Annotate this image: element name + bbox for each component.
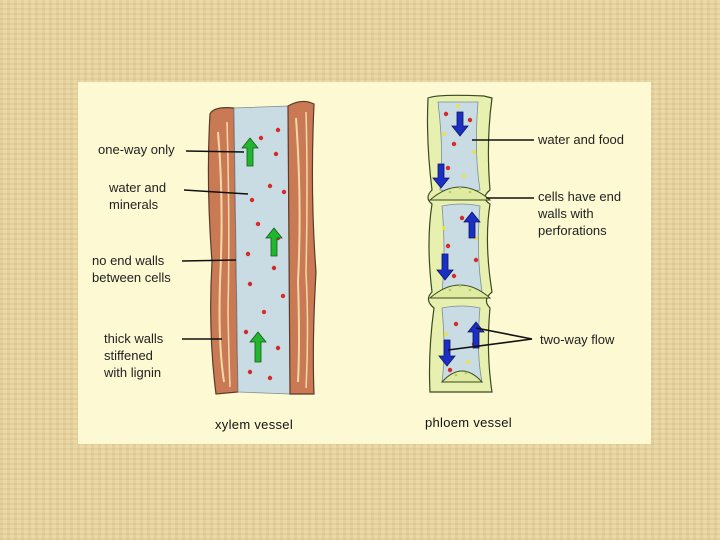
xylem-right-wall-fibre [305,111,309,389]
phloem-yellow-dot [456,104,460,108]
diagram-panel: one-way only water and minerals no end w… [78,82,651,444]
diagram-canvas [181,94,534,395]
xylem-left-wall-fibre [226,121,231,388]
xylem-mineral-dot [275,345,281,351]
xylem-arrow-up [241,137,259,167]
xylem-right-wall-fibre [295,117,301,383]
phloem-yellow-dot [466,360,470,364]
caption-xylem: xylem vessel [215,417,294,432]
phloem-red-dot [445,243,451,249]
phloem-red-dot [451,273,457,279]
phloem-yellow-dot [472,150,476,154]
sieve-pore [468,288,472,292]
phloem-red-dot [467,117,473,123]
leader-one-way [185,150,245,153]
phloem-yellow-dot [444,332,448,336]
sieve-pore [448,190,452,194]
xylem-mineral-dot [273,151,279,157]
phloem-arrow-up [463,211,481,239]
xylem-mineral-dot [245,251,251,257]
xylem-mineral-dot [280,293,286,299]
phloem-arrow-down [451,111,469,137]
leader-no-end-walls [181,259,237,262]
xylem-mineral-dot [247,369,253,375]
phloem-red-dot [473,257,479,263]
phloem-red-dot [459,215,465,221]
xylem-right-wall [287,100,317,395]
phloem-arrow-down [432,163,450,189]
leader-two-way [447,338,533,351]
leader-two-way [475,327,533,340]
xylem-mineral-dot [267,183,273,189]
xylem-mineral-dot [271,265,277,271]
phloem-arrow-down [438,339,456,367]
xylem-mineral-dot [247,281,253,287]
sieve-plate [428,284,492,299]
sieve-pore [464,371,468,375]
xylem-lumen [233,105,291,395]
label-no-end-walls: no end walls between cells [92,253,171,285]
xylem-left-wall-fibre [217,131,225,383]
label-thick-walls: thick walls stiffened with lignin [104,331,164,380]
phloem-vessel [426,94,493,393]
sieve-pore [454,373,458,377]
xylem-mineral-dot [275,127,281,133]
sieve-plate [440,370,484,383]
leader-water-minerals [183,189,249,195]
xylem-mineral-dot [267,375,273,381]
sieve-pore [458,284,462,288]
caption-phloem: phloem vessel [425,415,512,430]
sieve-pore [458,186,462,190]
phloem-yellow-dot [442,132,446,136]
xylem-vessel [207,100,317,395]
phloem-red-dot [443,111,449,117]
label-water-minerals: water and minerals [109,180,167,212]
label-one-way: one-way only [98,142,175,157]
label-end-walls: cells have end walls with perforations [538,189,622,238]
phloem-arrow-down [436,253,454,281]
phloem-red-dot [447,367,453,373]
sieve-plate [428,186,492,201]
phloem-red-dot [451,141,457,147]
phloem-red-dot [453,321,459,327]
xylem-mineral-dot [261,309,267,315]
label-water-food: water and food [538,132,625,147]
xylem-mineral-dot [249,197,255,203]
xylem-mineral-dot [243,329,249,335]
sieve-pore [468,190,472,194]
phloem-yellow-dot [442,226,446,230]
phloem-yellow-dot [462,174,466,178]
xylem-mineral-dot [255,221,261,227]
sieve-pore [448,288,452,292]
xylem-arrow-up [265,227,283,257]
phloem-red-dot [445,165,451,171]
label-two-way: two-way flow [540,332,615,347]
xylem-left-wall [207,107,239,395]
xylem-mineral-dot [281,189,287,195]
xylem-arrow-up [249,331,267,363]
xylem-mineral-dot [258,135,264,141]
